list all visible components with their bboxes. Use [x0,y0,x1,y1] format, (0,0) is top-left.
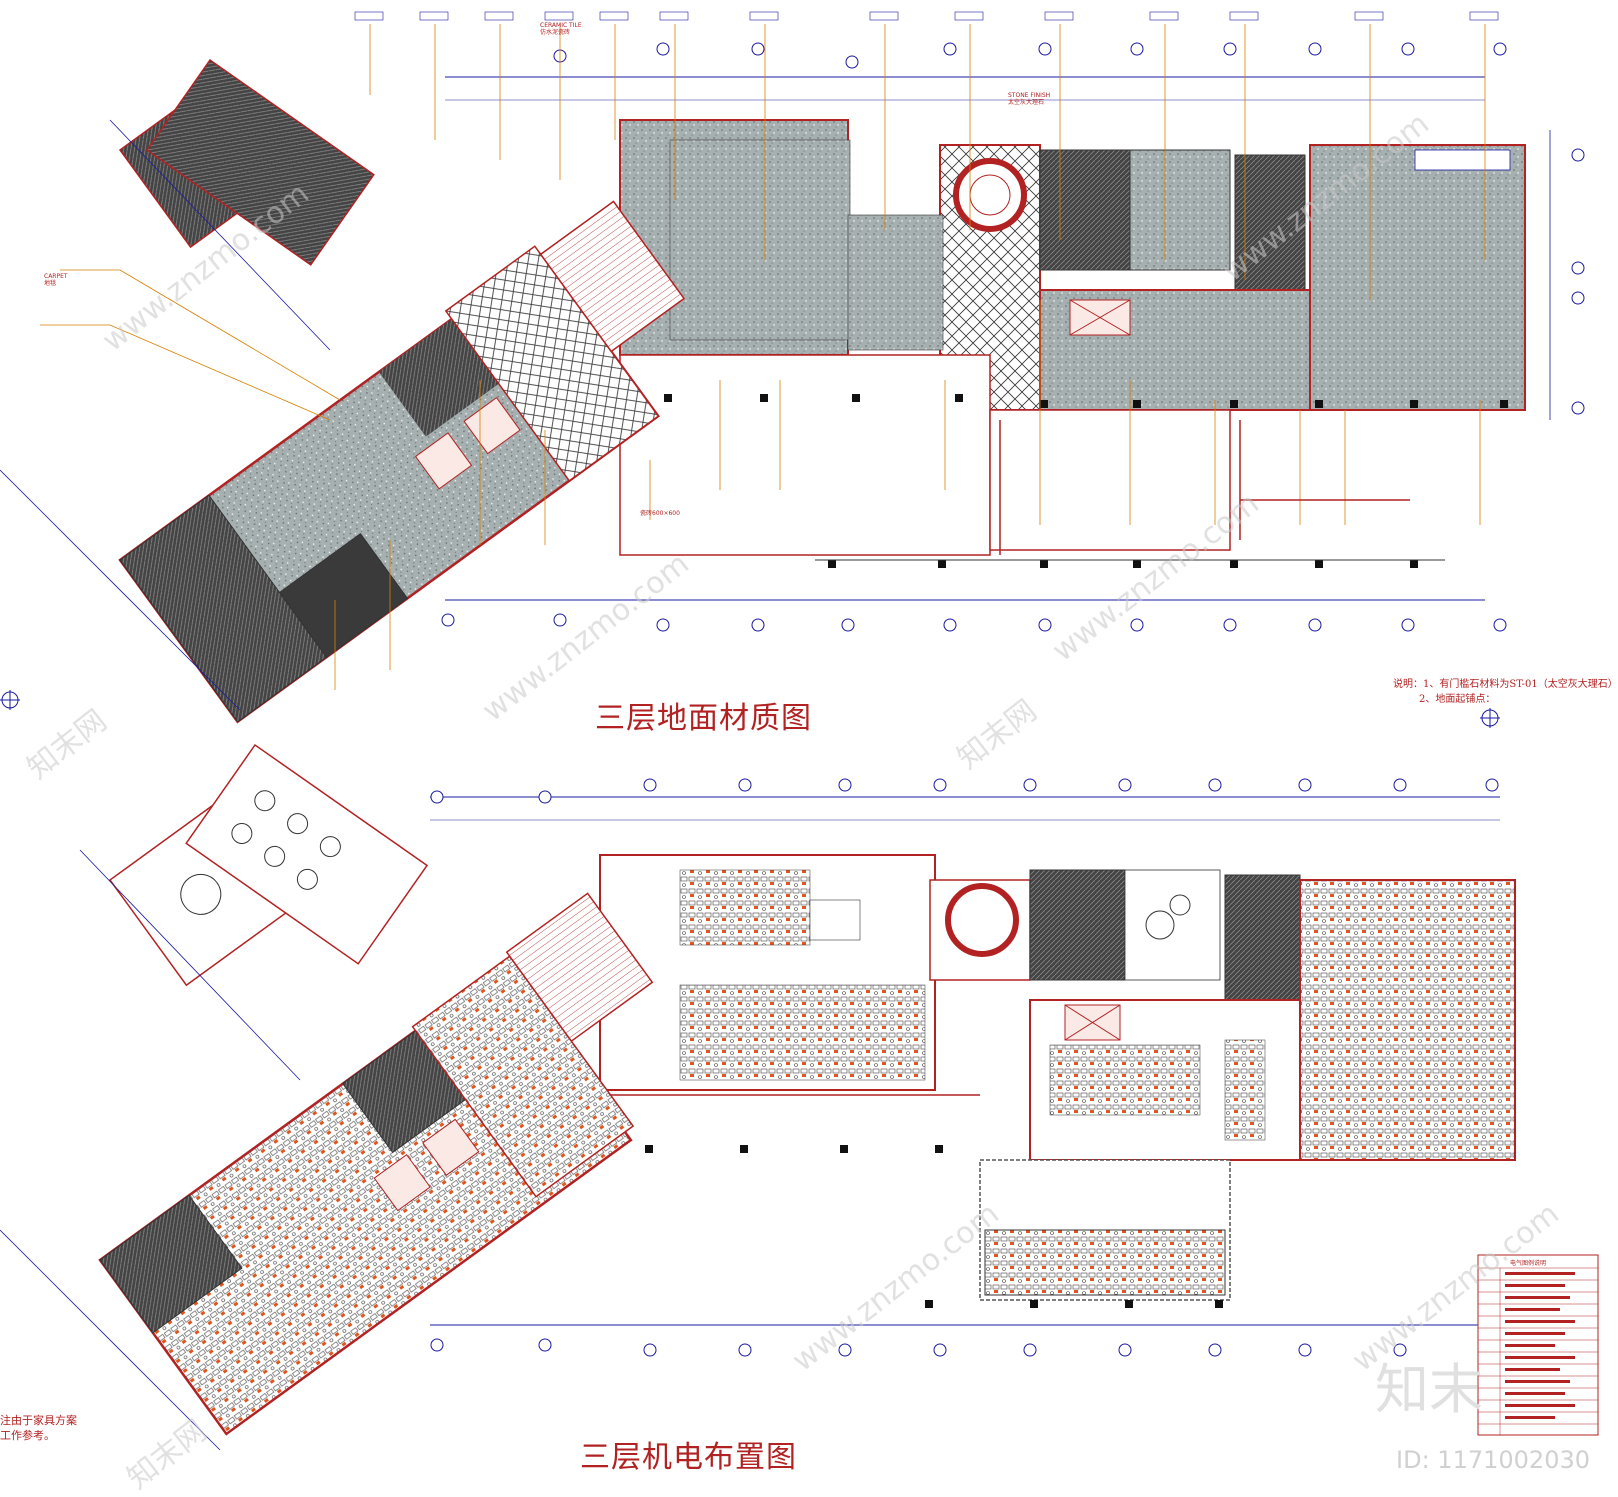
floor-plan-drawing [0,11,1599,1451]
tile-label-en: CERAMIC TILE [540,22,582,29]
mep-layout-plan [0,690,1599,1451]
material-tag-tile-size: 瓷砖600×600 [640,510,680,517]
tile-label-zh: 仿水泥瓷砖 [540,29,571,36]
image-id-label: ID: 1171002030 [1396,1446,1590,1474]
material-tag-tile-1: CERAMIC TILE 仿水泥瓷砖 [540,22,582,36]
stone-label-zh: 太空灰大理石 [1008,99,1045,106]
watermark-logo: 知末 [1375,1358,1483,1421]
material-tag-stone-1: STONE FINISH 太空灰大理石 [1008,92,1050,106]
floor-notes: 说明：1、有门槛石材料为ST-01（太空灰大理石） 2、地面起铺点： [1393,677,1618,707]
carpet-label-zh: 地毯 [44,280,57,287]
electrical-legend-table [1477,1254,1599,1436]
plan-title-mep-layout: 三层机电布置图 [580,1440,797,1475]
carpet-label-en: CARPET [44,273,68,280]
material-tags-top [354,11,1499,21]
furniture-notes: 注由于家具方案 工作参考。 [0,1413,77,1443]
furniture-note-2: 工作参考。 [0,1429,55,1442]
floor-material-plan [0,11,1585,724]
stone-label-en: STONE FINISH [1008,92,1051,99]
material-tag-carpet-1: CARPET 地毯 [44,273,68,287]
tile-size-label: 瓷砖600×600 [640,510,680,517]
floor-note-1: 说明：1、有门槛石材料为ST-01（太空灰大理石） [1393,679,1618,690]
floor-note-2: 2、地面起铺点： [1419,694,1496,705]
furniture-note-1: 注由于家具方案 [0,1414,77,1427]
legend-title: 电气图例说明 [1510,1260,1547,1267]
plan-title-floor-material: 三层地面材质图 [595,701,812,736]
